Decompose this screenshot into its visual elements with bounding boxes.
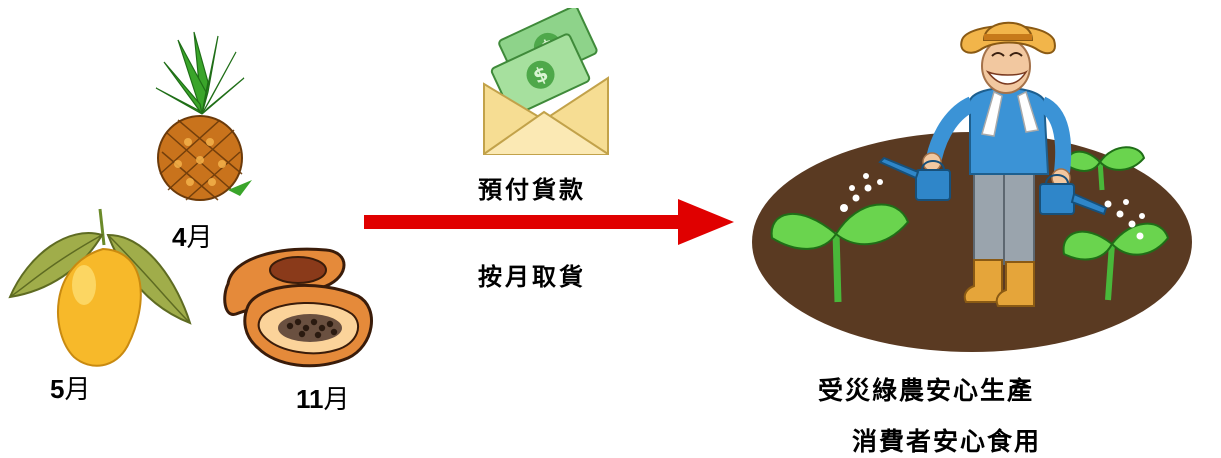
watering-can-left [878, 156, 951, 201]
papaya-icon [223, 247, 373, 368]
mango-month-label: 5月 [50, 376, 90, 403]
pineapple-icon [155, 31, 252, 201]
caption-farmer: 受災綠農安心生產 [818, 376, 1035, 405]
monthly-pickup-label: 按月取貨 [478, 263, 586, 291]
pineapple-month-number: 4 [172, 222, 187, 252]
flow-arrow [364, 199, 734, 245]
papaya-month-label: 11月 [296, 386, 350, 413]
farmer-icon [752, 21, 1192, 352]
seedling-left [770, 203, 910, 303]
prepay-label: 預付貨款 [478, 176, 586, 204]
mango-month-unit: 月 [64, 375, 91, 405]
mango-month-number: 5 [50, 374, 65, 404]
papaya-month-unit: 月 [323, 385, 350, 415]
watering-can-right [1039, 174, 1108, 216]
caption-consumer: 消費者安心食用 [852, 427, 1042, 456]
pineapple-month-unit: 月 [186, 223, 213, 253]
papaya-month-number: 11 [296, 384, 324, 414]
pineapple-month-label: 4月 [172, 224, 212, 251]
mango-icon [8, 208, 192, 367]
money-envelope-icon: $ $ [483, 8, 609, 155]
